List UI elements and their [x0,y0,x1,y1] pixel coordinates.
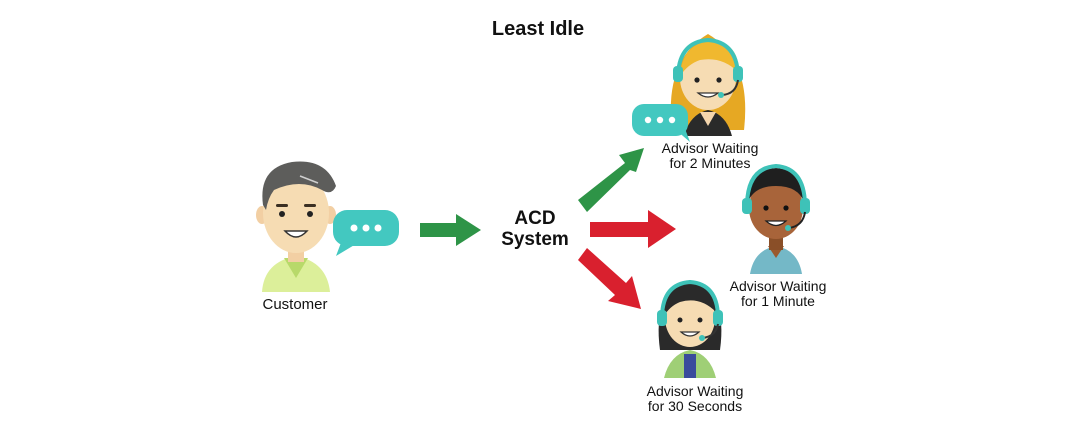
advisor-1-label: Advisor Waiting for 2 Minutes [625,141,795,171]
route-arrow-to-advisor-3 [578,248,641,309]
advisor-2-label: Advisor Waiting for 1 Minute [693,279,863,309]
acd-system-label: ACD System [480,208,590,250]
advisor-3-label-line-2: for 30 Seconds [647,398,743,414]
advisor-dark-headset-icon [742,163,810,274]
customer-person-icon [256,161,336,292]
route-arrow-to-advisor-2 [590,210,676,248]
customer-label: Customer [262,296,328,313]
diagram-title: Least Idle [491,18,585,40]
advisor-1-label-line-2: for 2 Minutes [669,155,751,171]
advisor-3-label-line-1: Advisor Waiting [646,383,744,399]
advisor-black-hair-headset-icon [657,279,723,378]
customer-chat-bubble-icon [333,210,399,256]
advisor-chat-bubble-icon [632,104,690,142]
advisor-2-label-line-1: Advisor Waiting [729,278,827,294]
advisor-2-label-line-2: for 1 Minute [741,293,815,309]
advisor-1-label-line-1: Advisor Waiting [661,140,759,156]
advisor-3-label: Advisor Waiting for 30 Seconds [610,384,780,414]
acd-label-line-1: ACD [514,208,556,229]
customer-to-acd-arrow [420,214,481,246]
advisor-blonde-headset-icon [670,34,746,136]
acd-label-line-2: System [501,229,569,250]
route-arrow-to-advisor-1 [578,148,644,212]
